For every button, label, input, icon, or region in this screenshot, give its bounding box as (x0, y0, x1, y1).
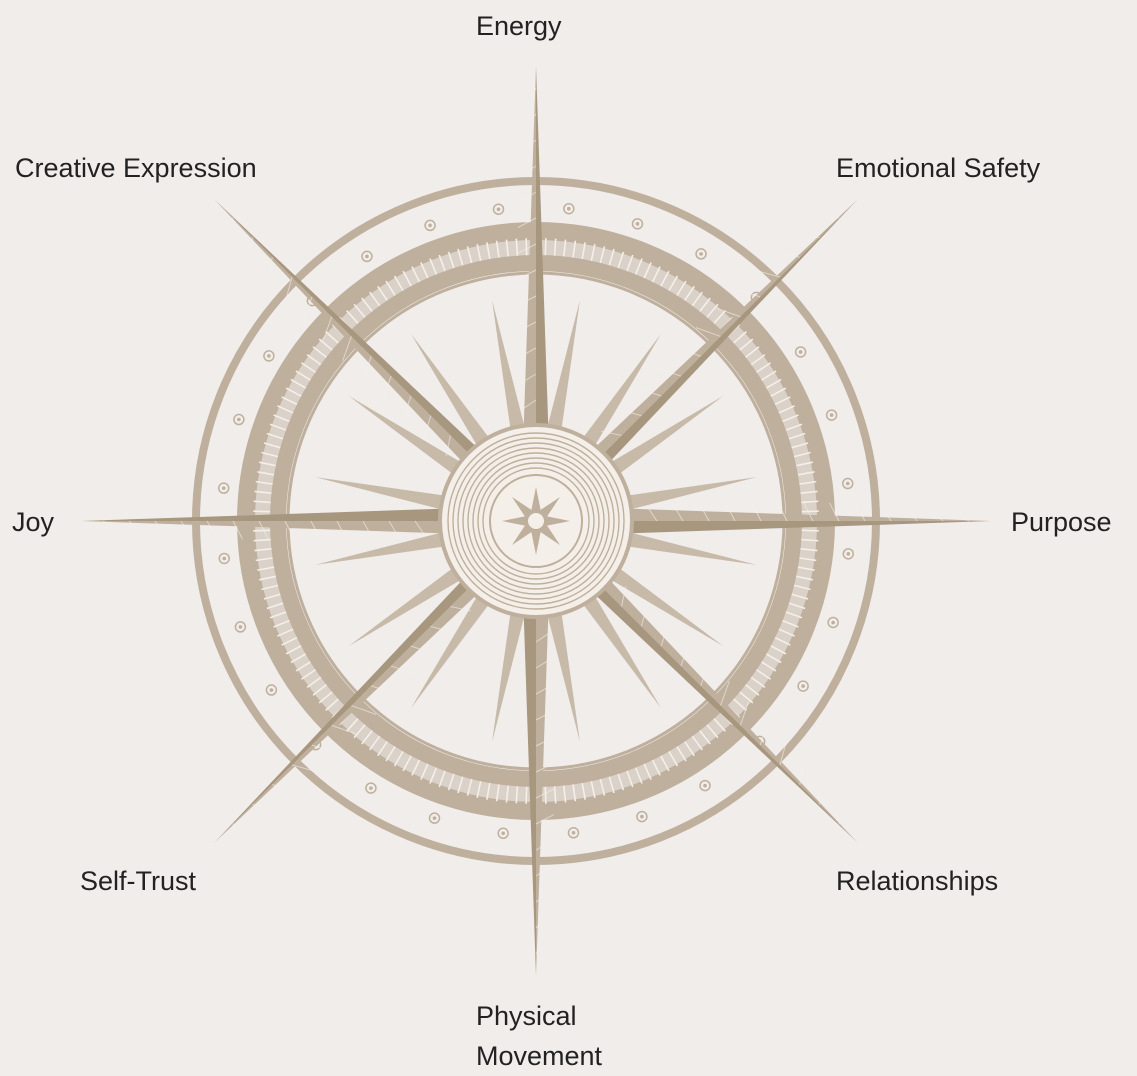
diagonal-points (214, 199, 858, 843)
center-dot (528, 513, 544, 529)
minor-spikes (315, 300, 757, 742)
label-physical-line2: Movement (476, 1041, 603, 1071)
center-rings (447, 432, 625, 610)
cardinal-points (81, 66, 991, 976)
label-relationships: Relationships (836, 866, 999, 896)
label-creative-expression: Creative Expression (15, 153, 257, 183)
label-self-trust: Self-Trust (80, 866, 197, 896)
label-physical-movement: Physical Movement (476, 996, 602, 1076)
label-emotional-safety: Emotional Safety (836, 153, 1041, 183)
label-physical-line1: Physical (476, 1001, 577, 1031)
label-energy: Energy (476, 11, 562, 41)
label-purpose: Purpose (1011, 507, 1112, 537)
label-joy: Joy (12, 507, 55, 537)
